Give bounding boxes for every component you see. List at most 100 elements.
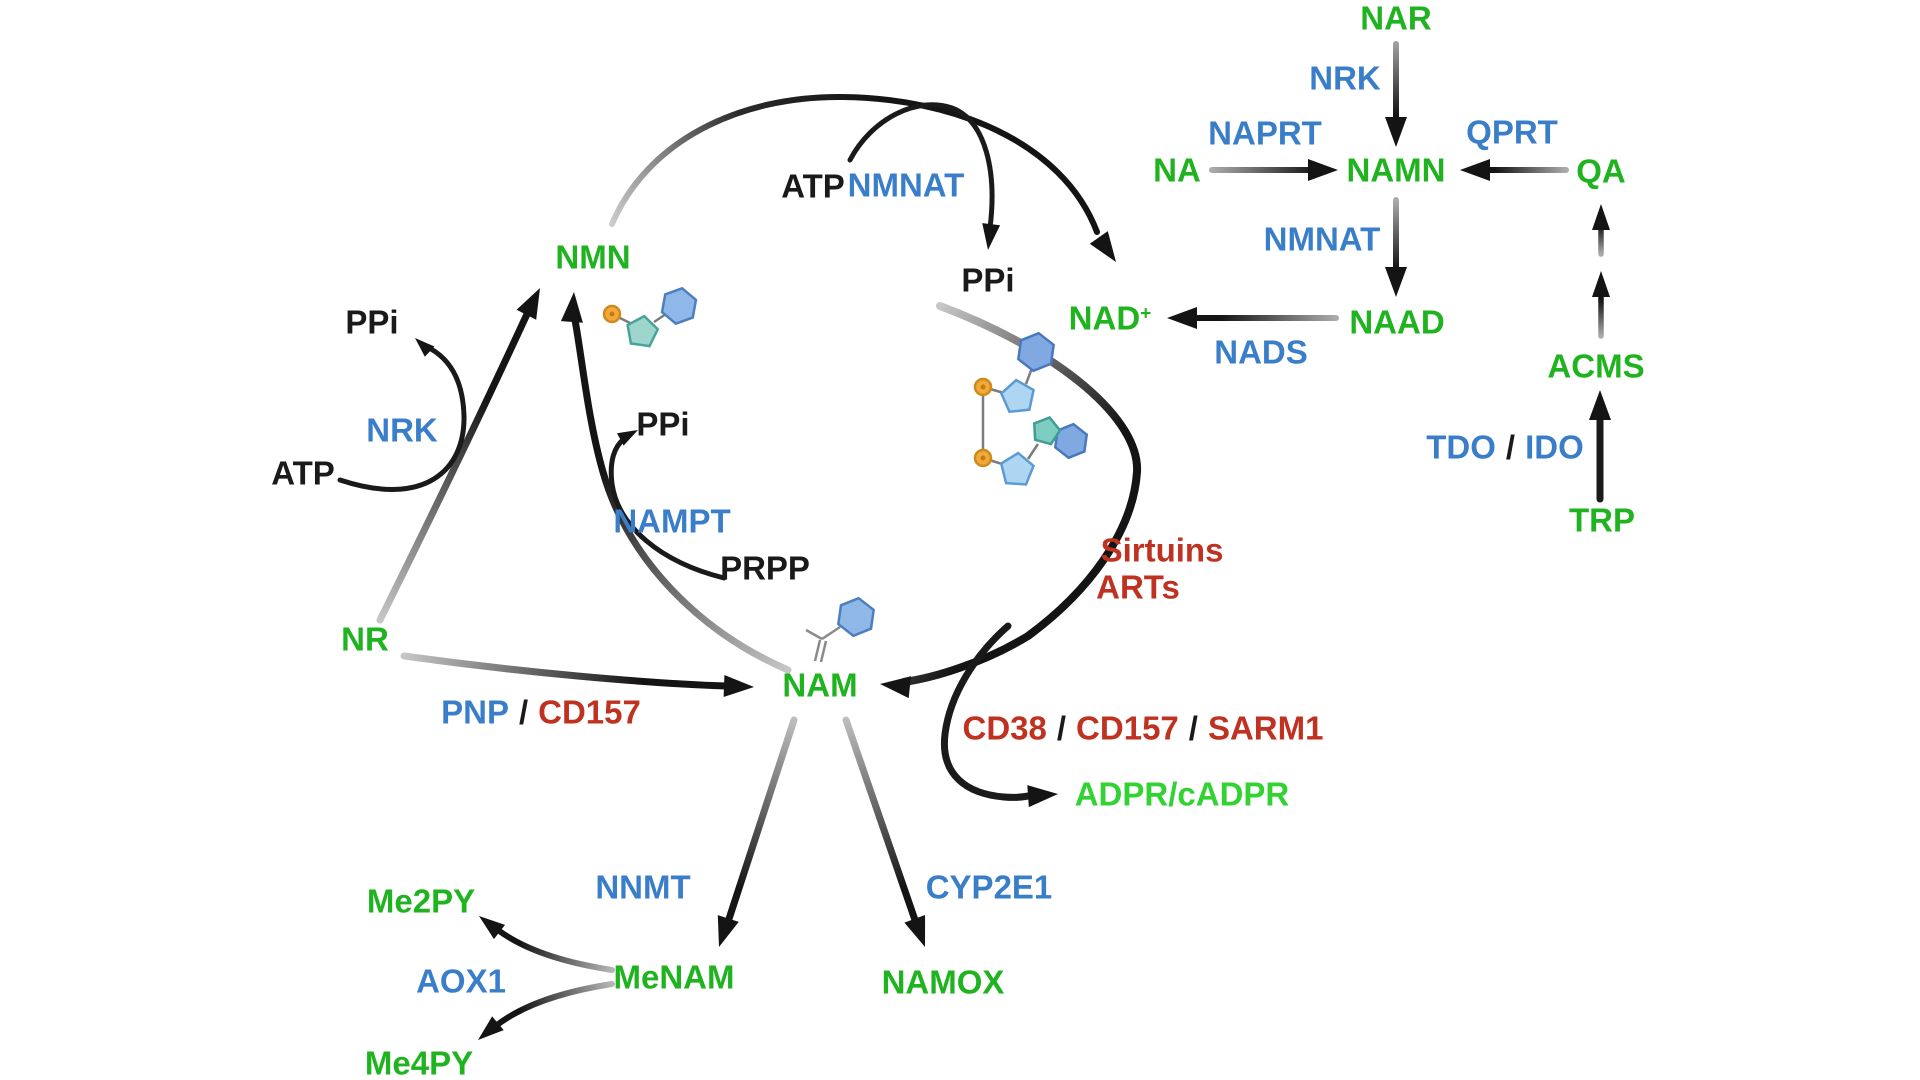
bond — [805, 628, 823, 641]
consumer-cd38-cd157-sarm1: CD38 / CD157 / SARM1 — [963, 712, 1324, 745]
nad-base: NAD — [1068, 299, 1141, 337]
arrowhead-na-to-namn — [1308, 159, 1338, 181]
nad-molecule-icon — [973, 331, 1089, 486]
nmn-molecule-icon — [602, 286, 698, 348]
arrowhead-nad-to-nam — [880, 676, 911, 699]
arrowhead-nam-to-namox — [904, 915, 926, 947]
arrowhead-nr-to-nam — [723, 674, 754, 697]
consumer-cd38: CD38 — [962, 709, 1047, 747]
ribose-icon — [999, 451, 1036, 486]
cofactor-ppi-top: PPi — [961, 261, 1015, 299]
arrowhead-nad-to-adpr — [1027, 785, 1058, 808]
arrowhead-nam-to-nmn — [560, 292, 583, 323]
nad-plus-sup: + — [1140, 303, 1152, 325]
arrowhead-atp-to-ppi-left — [415, 338, 435, 357]
enzyme-nads: NADS — [1214, 333, 1308, 371]
adenine-ring-icon — [1032, 415, 1062, 446]
enzyme-pnp: PNP — [441, 693, 509, 731]
arrow-nr-to-nmn — [376, 308, 532, 624]
arrow-prpp-to-ppi — [608, 436, 727, 581]
arrowhead-qa-to-namn — [1460, 159, 1490, 181]
enzyme-nrk-left: NRK — [366, 411, 438, 449]
arrowhead-namn-to-naad — [1385, 267, 1407, 297]
enzyme-ido: IDO — [1525, 428, 1584, 466]
arrows — [337, 41, 1611, 1040]
nicotinamide-ring-icon — [660, 286, 698, 326]
consumer-cd157: CD157 — [538, 693, 641, 731]
enzyme-aox1: AOX1 — [416, 962, 506, 1000]
arrowhead-nam-to-menam — [717, 915, 739, 947]
enzyme-naprt: NAPRT — [1208, 114, 1322, 152]
node-menam: MeNAM — [613, 958, 735, 996]
arrowhead-menam-to-me2py — [479, 916, 506, 940]
enzyme-qprt: QPRT — [1466, 113, 1558, 151]
arrow-nam-to-menam — [723, 716, 798, 929]
phosphate-dot — [609, 311, 615, 317]
enzyme-nrk-right: NRK — [1309, 59, 1381, 97]
enzyme-nnmt: NNMT — [595, 868, 691, 906]
phosphate-dot — [980, 455, 986, 461]
arrowhead-trp-to-acms — [1589, 390, 1611, 420]
enzyme-pnp-cd157: PNP / CD157 — [441, 696, 641, 729]
enzyme-tdo-ido: TDO / IDO — [1426, 431, 1584, 464]
arrow-nam-to-nmn — [571, 316, 792, 674]
node-acms: ACMS — [1547, 347, 1645, 385]
nicotinamide-ring-icon — [837, 596, 875, 638]
node-nar: NAR — [1360, 0, 1432, 37]
node-nmn: NMN — [555, 238, 631, 276]
arrowhead-nar-to-namn — [1385, 117, 1407, 147]
node-naad: NAAD — [1349, 303, 1445, 341]
consumer-sarm1: SARM1 — [1207, 709, 1324, 747]
cofactor-ppi-left: PPi — [345, 303, 399, 341]
enzyme-nmnat-right: NMNAT — [1263, 220, 1381, 258]
bond — [1026, 443, 1040, 460]
arrowhead-nmn-to-nad — [1089, 231, 1116, 262]
enzyme-tdo: TDO — [1426, 428, 1496, 466]
arrow-menam-to-me4py — [494, 981, 615, 1028]
node-na: NA — [1153, 151, 1201, 189]
slash: / — [518, 693, 529, 731]
arrowhead-atp-to-ppi-top — [982, 223, 1001, 250]
arrowhead-prpp-to-ppi — [617, 430, 638, 446]
node-namn: NAMN — [1346, 151, 1446, 189]
enzyme-nmnat-top: NMNAT — [847, 166, 965, 204]
arrowhead-naad-to-nad — [1167, 307, 1197, 329]
cofactor-atp-top: ATP — [781, 167, 845, 205]
cofactor-atp-left: ATP — [271, 454, 335, 492]
arrowhead-acms-to-qa-lower — [1592, 271, 1610, 297]
slash: / — [1056, 709, 1067, 747]
arrow-nad-to-adpr — [940, 622, 1032, 801]
bond — [819, 640, 828, 663]
arrowhead-acms-to-qa-upper — [1592, 204, 1610, 230]
arrow-atp-to-ppi-top — [847, 102, 995, 231]
arrow-nam-to-namox — [842, 716, 919, 924]
slash: / — [1188, 709, 1198, 747]
cofactor-ppi-mid: PPi — [636, 405, 690, 443]
node-nam: NAM — [782, 666, 858, 704]
slash: / — [1505, 428, 1516, 466]
enzyme-cyp2e1: CYP2E1 — [925, 868, 1053, 906]
bond — [1024, 367, 1034, 385]
node-trp: TRP — [1569, 501, 1635, 539]
consumer-arts: ARTs — [1096, 568, 1180, 606]
arrow-nmn-to-nad-arc — [609, 93, 1100, 235]
arrow-nr-to-nam — [400, 652, 730, 690]
node-nad: NAD+ — [1069, 302, 1152, 335]
arrow-atp-to-ppi-left — [337, 346, 467, 492]
arrowhead-nr-to-nmn — [516, 288, 540, 320]
node-adpr-cadpr: ADPR/cADPR — [1074, 775, 1290, 813]
arrowhead-menam-to-me4py — [478, 1016, 504, 1040]
nam-molecule-icon — [805, 596, 875, 663]
consumer-sirtuins: Sirtuins — [1100, 531, 1224, 569]
cofactor-prpp: PRPP — [720, 549, 810, 587]
arrow-menam-to-me2py — [495, 927, 615, 973]
node-qa: QA — [1576, 152, 1626, 190]
nicotinamide-ring-icon — [1017, 331, 1055, 373]
bond — [821, 625, 841, 641]
node-me4py: Me4PY — [364, 1044, 474, 1080]
bond — [813, 639, 822, 662]
node-nr: NR — [341, 620, 389, 658]
phosphate-dot — [980, 384, 986, 390]
